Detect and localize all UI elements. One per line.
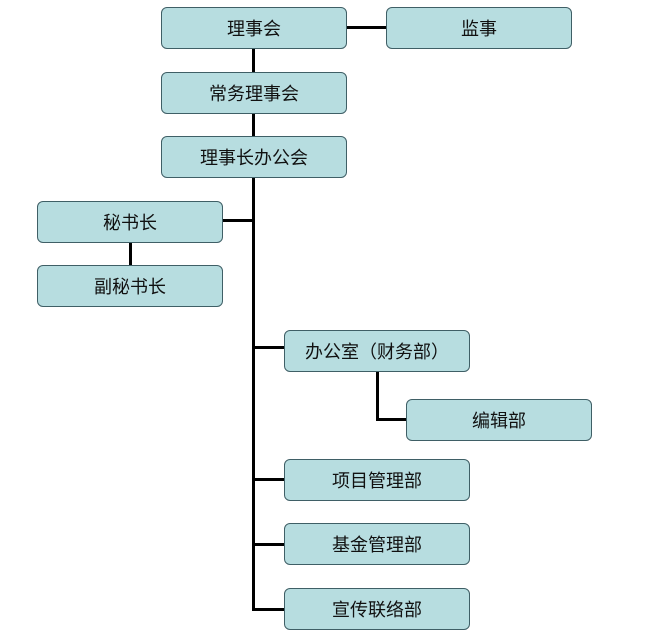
connector-office-editorial bbox=[376, 418, 408, 421]
connector-trunk-office bbox=[252, 346, 286, 349]
node-deputy-secretary-general: 副秘书长 bbox=[37, 265, 223, 307]
connector-trunk-publicity bbox=[252, 608, 286, 611]
connector-main-trunk bbox=[252, 178, 255, 611]
node-secretary-general: 秘书长 bbox=[37, 201, 223, 243]
connector-secretary-deputy bbox=[129, 242, 132, 266]
connector-trunk-secretary bbox=[222, 219, 254, 222]
connector-standing-chairman bbox=[252, 114, 255, 138]
connector-council-supervisor bbox=[346, 26, 388, 29]
node-standing-council: 常务理事会 bbox=[161, 72, 347, 114]
node-fund-management: 基金管理部 bbox=[284, 523, 470, 565]
node-supervisor: 监事 bbox=[386, 7, 572, 49]
node-council: 理事会 bbox=[161, 7, 347, 49]
connector-trunk-project bbox=[252, 478, 286, 481]
node-chairman-office: 理事长办公会 bbox=[161, 136, 347, 178]
connector-trunk-fund bbox=[252, 543, 286, 546]
node-publicity-liaison: 宣传联络部 bbox=[284, 588, 470, 630]
node-office-finance: 办公室（财务部） bbox=[284, 330, 470, 372]
node-project-management: 项目管理部 bbox=[284, 459, 470, 501]
connector-office-down bbox=[376, 372, 379, 420]
node-editorial: 编辑部 bbox=[406, 399, 592, 441]
connector-council-standing bbox=[252, 48, 255, 72]
